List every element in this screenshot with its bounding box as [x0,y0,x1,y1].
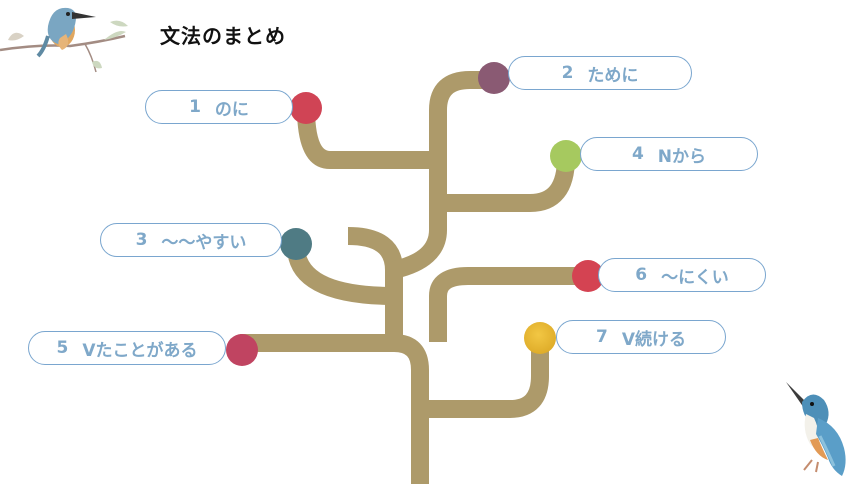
item-number: 6 [635,265,648,285]
grammar-item-6: 6 〜にくい [598,258,766,292]
item-label: Nから [657,146,707,167]
grammar-item-5: 5 Vたことがある [28,331,226,365]
item-label: V続ける [621,329,686,350]
node-dot-7 [524,322,556,354]
kingfisher-icon [0,7,128,73]
node-dot-1 [290,92,322,124]
item-label: 〜にくい [661,267,729,288]
grammar-item-1: 1 のに [145,90,293,124]
kingfisher-icon [786,382,846,476]
item-number: 2 [561,63,574,83]
branch-6-7 [429,267,588,342]
item-label: のに [214,99,249,120]
node-dot-2 [478,62,510,94]
branch-3 [287,246,396,305]
item-number: 5 [56,338,69,358]
branch-4 [438,157,575,212]
branch-7 [420,340,549,418]
item-label: 〜〜やすい [161,232,247,253]
item-number: 7 [595,327,608,347]
page-title: 文法のまとめ [160,24,286,48]
branch-1 [297,107,438,169]
node-dot-5 [226,334,258,366]
grammar-item-7: 7 V続ける [556,320,726,354]
node-dot-4 [550,140,582,172]
node-dot-3 [280,228,312,260]
item-number: 3 [135,230,148,250]
item-label: ために [587,65,639,86]
grammar-item-2: 2 ために [508,56,692,90]
grammar-item-3: 3 〜〜やすい [100,223,282,257]
item-label: Vたことがある [82,340,198,361]
grammar-item-4: 4 Nから [580,137,758,171]
branch-center [391,71,492,279]
item-number: 1 [189,97,201,117]
item-number: 4 [631,144,644,164]
tree-trunk [240,334,429,484]
